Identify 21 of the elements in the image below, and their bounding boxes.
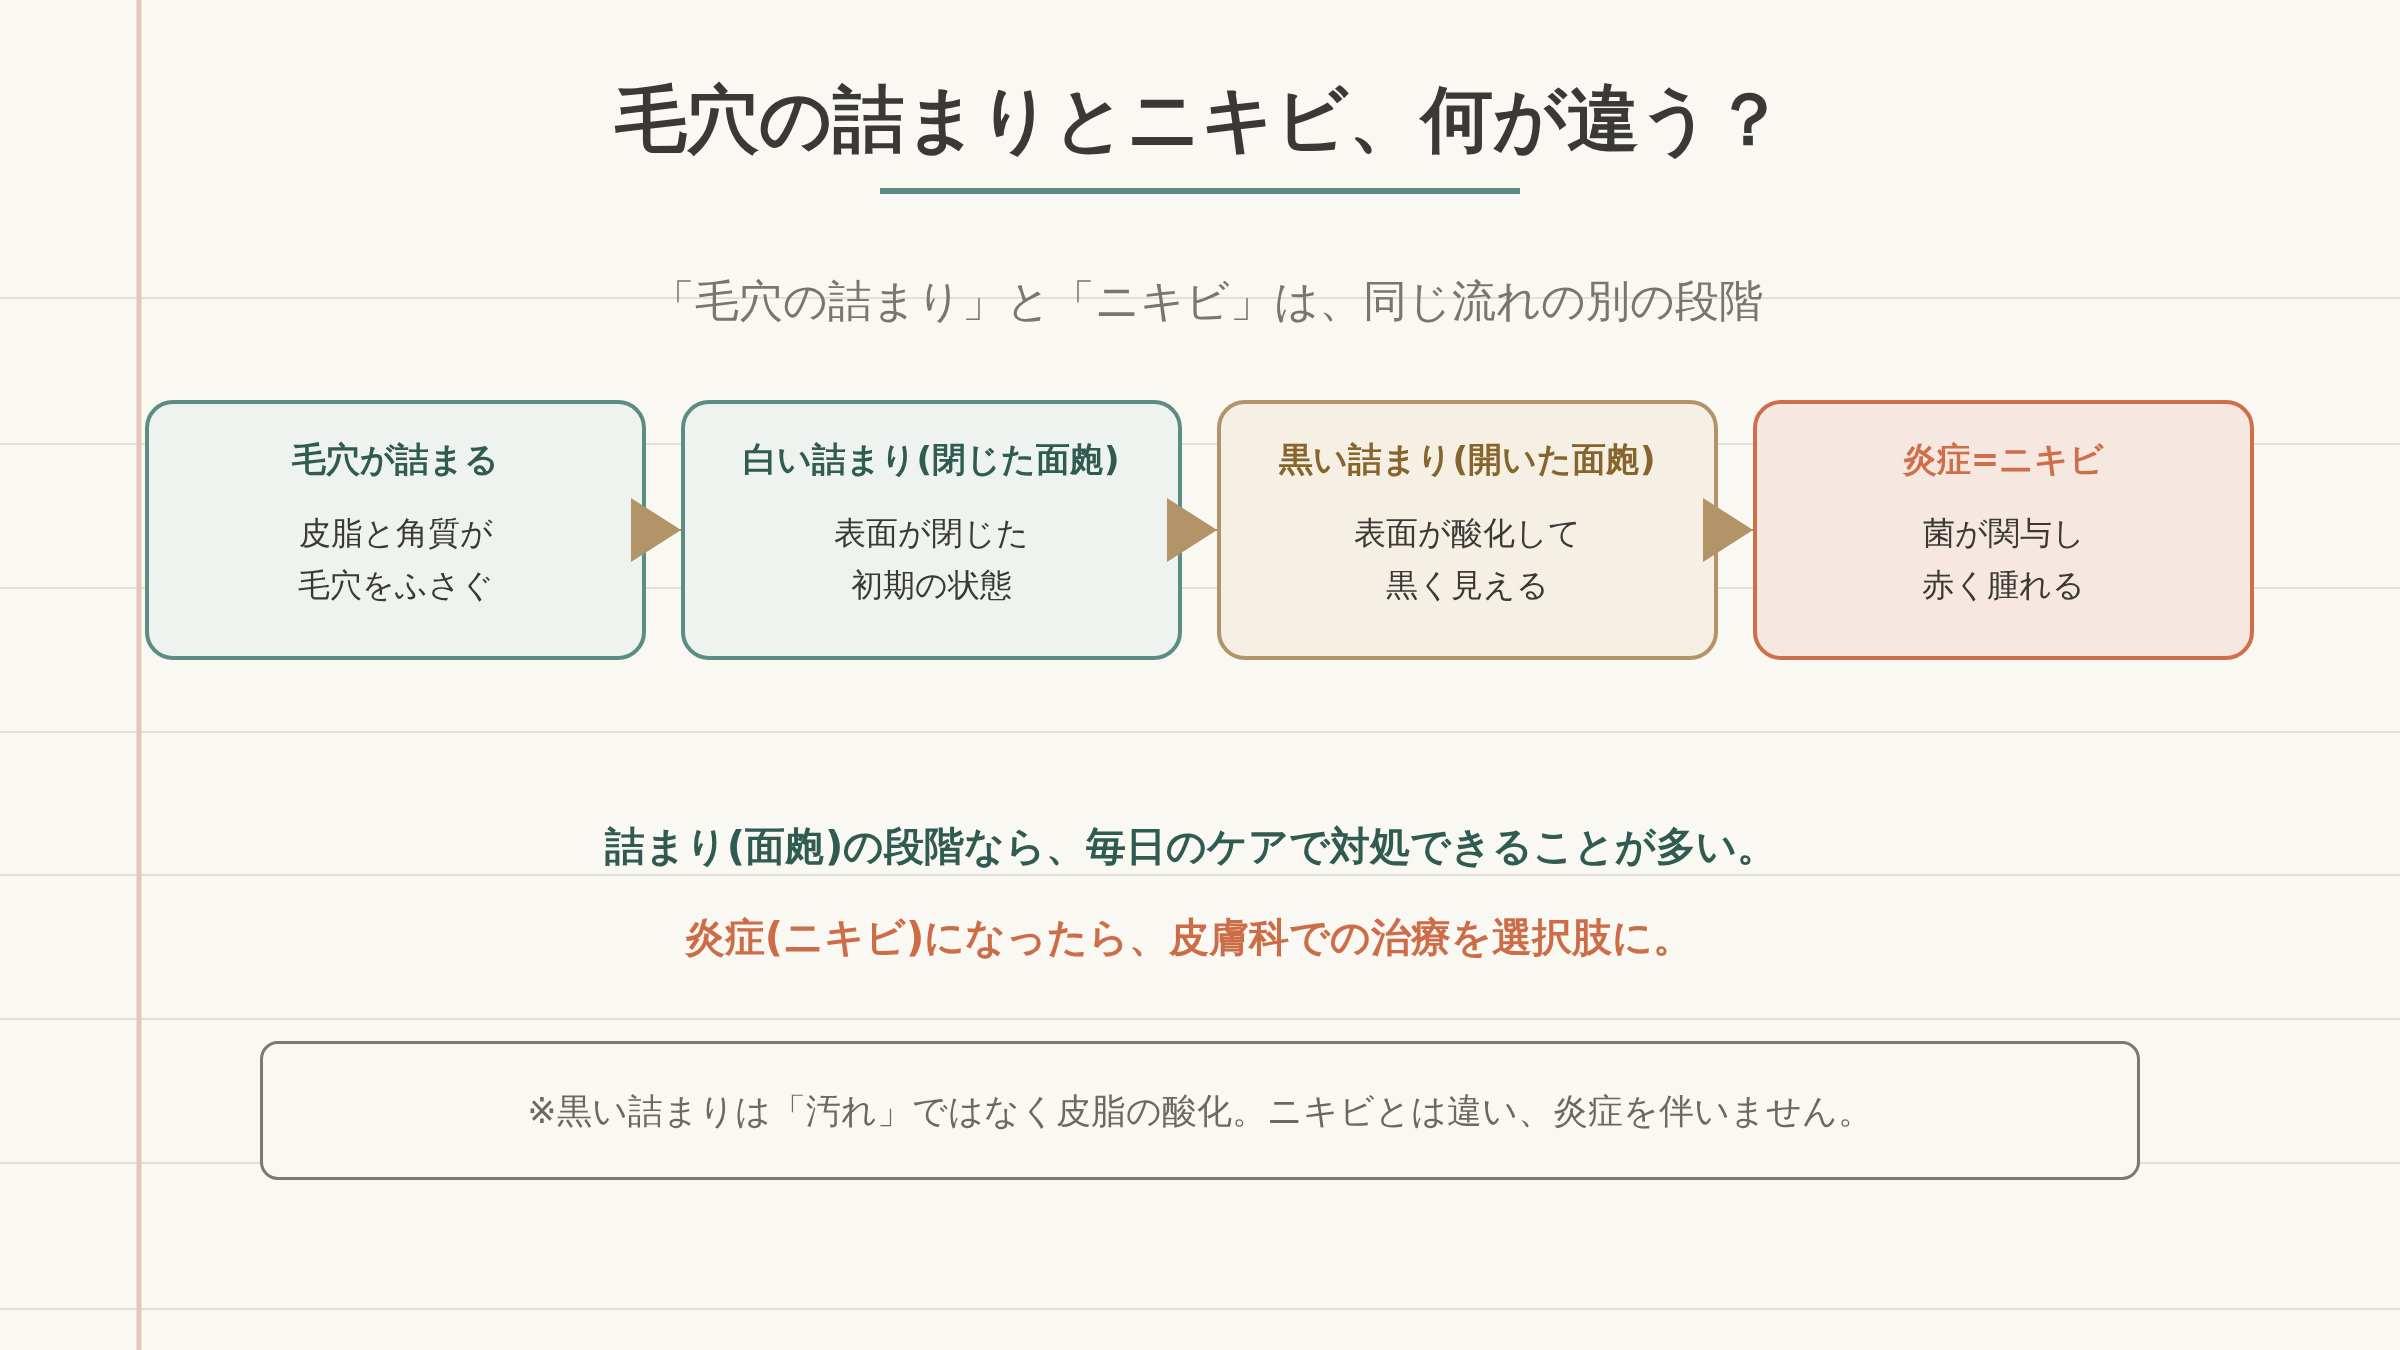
box-heading: 白い詰まり(閉じた面皰) [743,438,1120,480]
box-text: 表面が閉じた初期の状態 [833,513,1030,606]
stage-box [1217,400,1718,660]
arrow [631,498,682,562]
stage-box [1753,400,2254,660]
box-heading: 炎症=ニキビ [1902,438,2105,480]
subtitle: 「毛穴の詰まり」と「ニキビ」は、同じ流れの別の段階 [651,274,1763,328]
key-message: 炎症(ニキビ)になったら、皮膚科での治療を選択肢に。 [684,913,1694,961]
box-text: 皮脂と角質が毛穴をふさぐ [296,513,495,606]
box-text: 菌が関与し赤く腫れる [1921,513,2086,606]
note-box [260,1041,2140,1180]
title: 毛穴の詰まりとニキビ、何が違う？ [615,75,1785,163]
stage-box [681,400,1182,660]
arrow [1703,498,1754,562]
stage-box [145,400,646,660]
box-heading: 黒い詰まり(開いた面皰) [1279,438,1656,480]
arrow [1167,498,1218,562]
key-message: 詰まり(面皰)の段階なら、毎日のケアで対処できることが多い。 [604,822,1778,870]
box-heading: 毛穴が詰まる [292,438,499,480]
note-text: ※黒い詰まりは「汚れ」ではなく皮脂の酸化。ニキビとは違い、炎症を伴いません。 [527,1089,1873,1132]
box-text: 表面が酸化して黒く見える [1353,513,1582,606]
